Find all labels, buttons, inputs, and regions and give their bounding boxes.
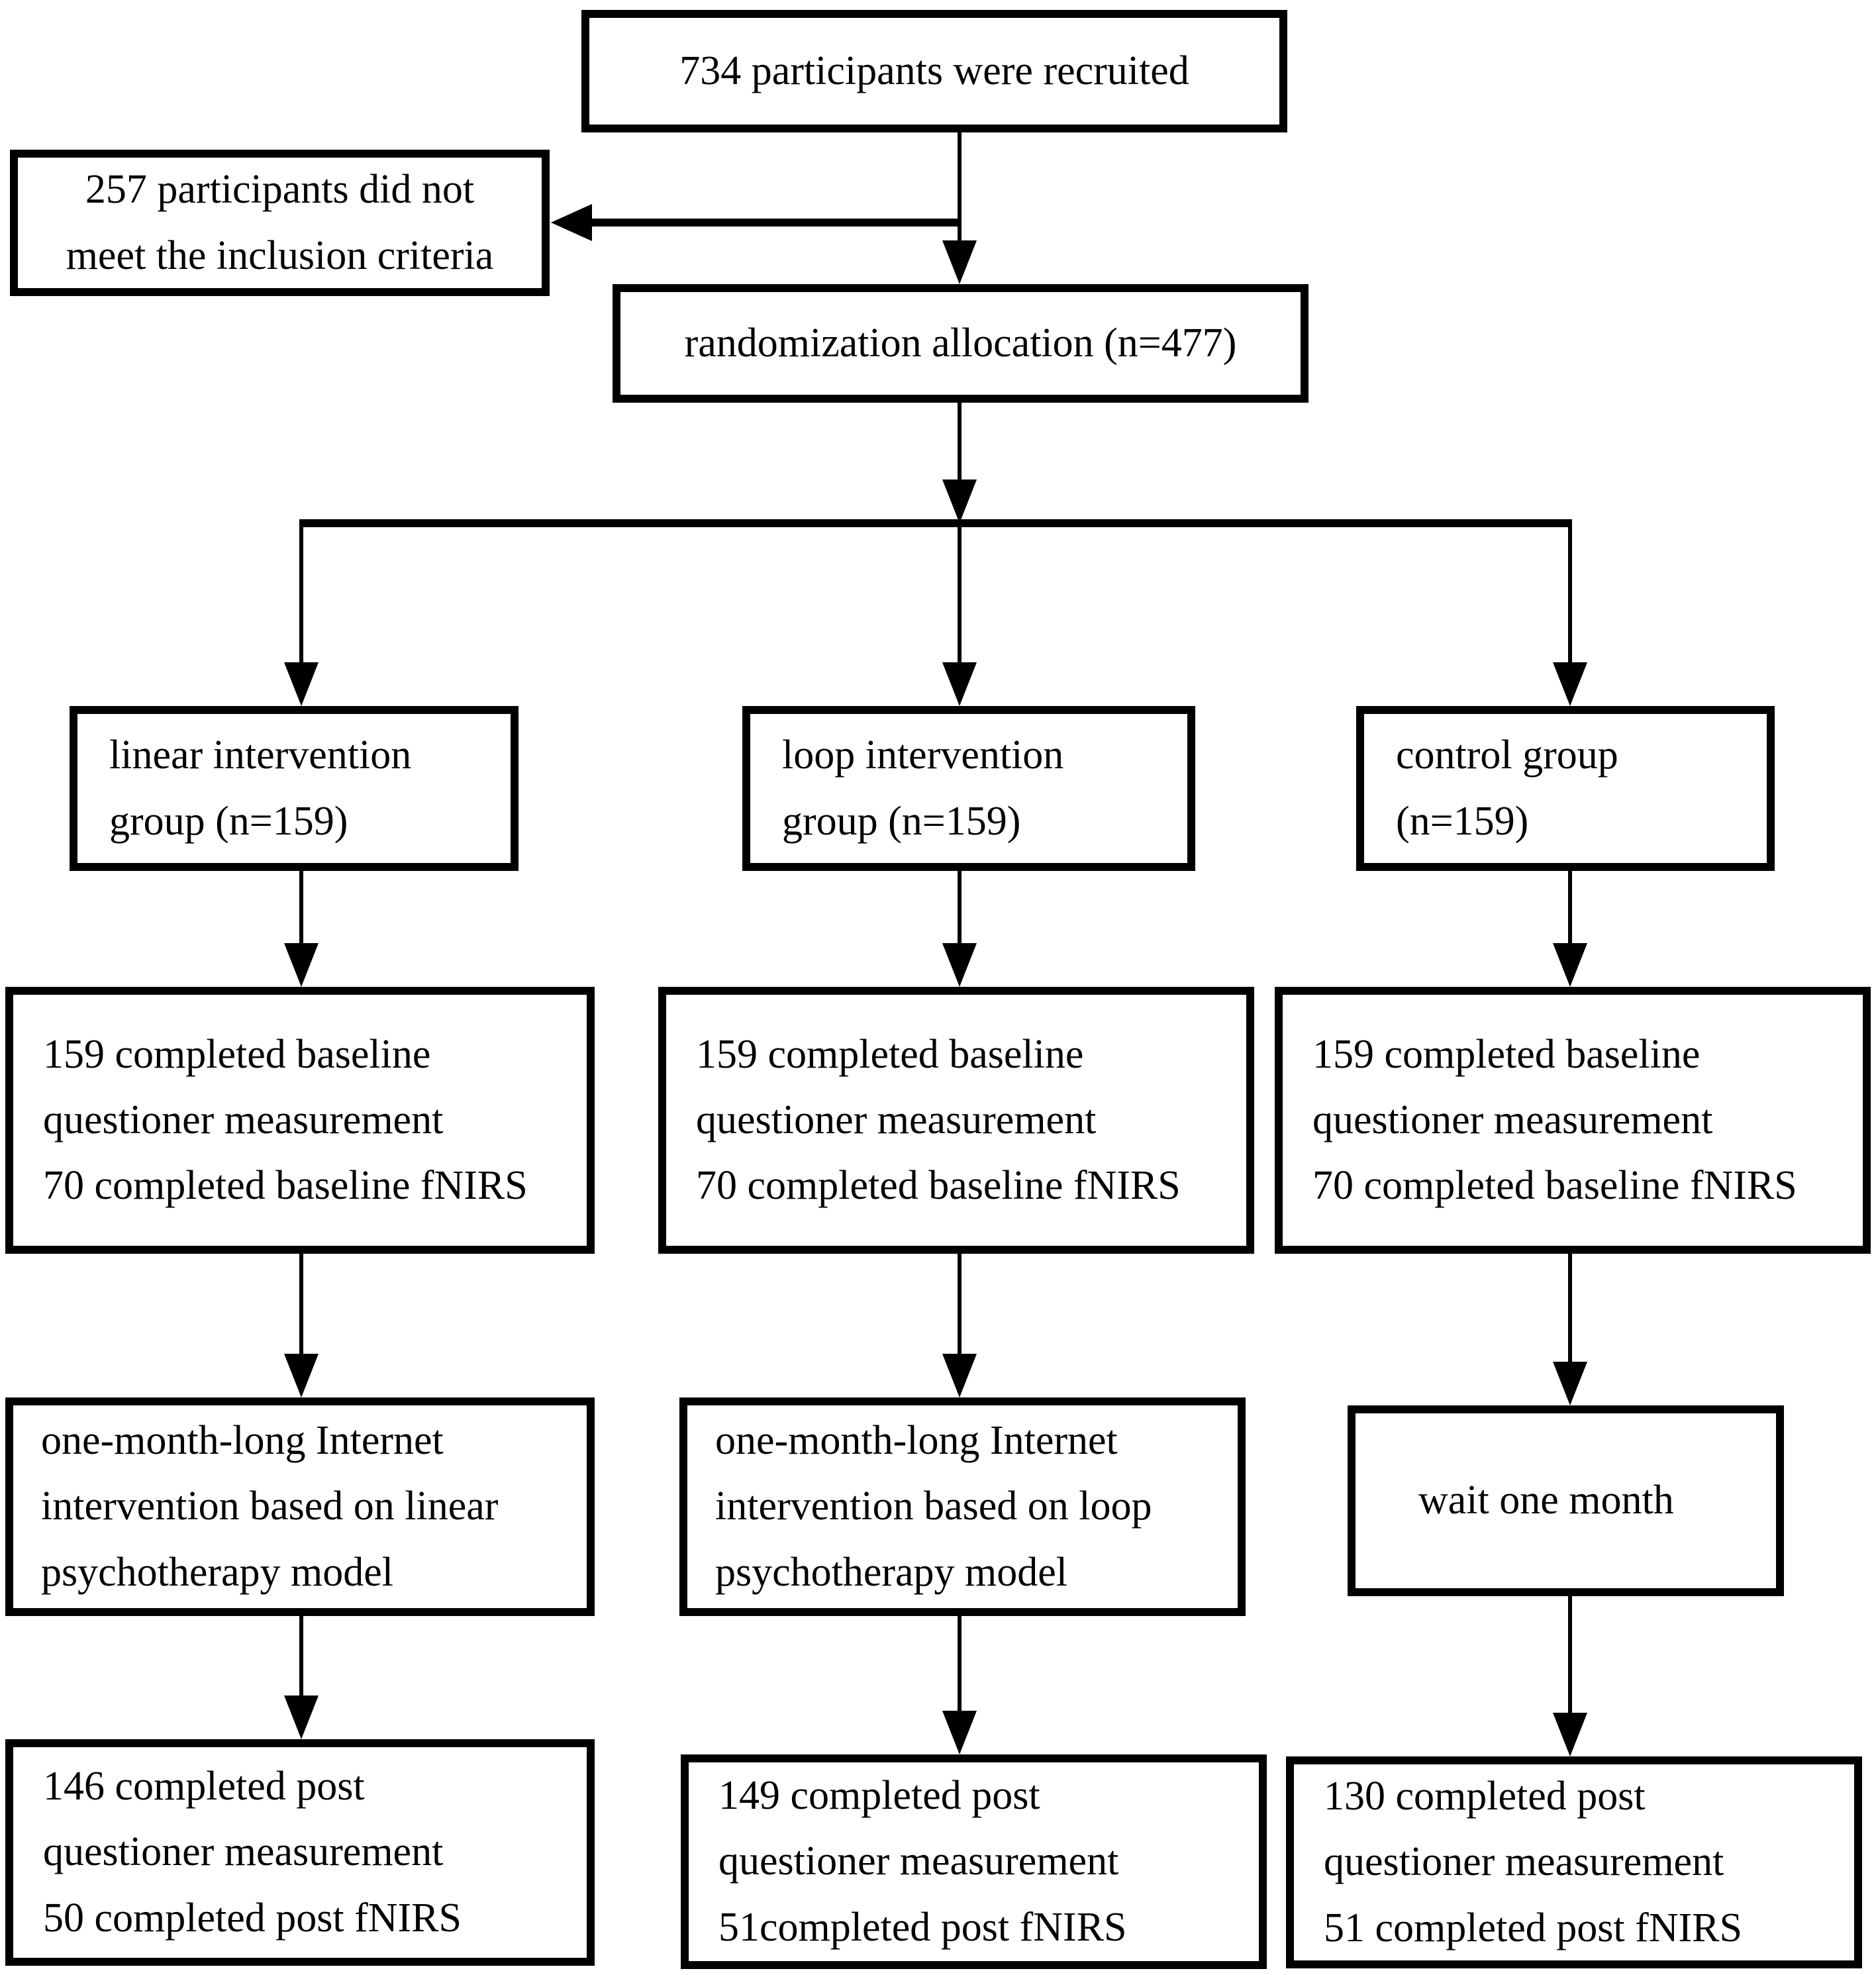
node-linear-baseline-label: 159 completed baseline questioner measur… [43, 1031, 528, 1209]
arrowhead-control-wait [1553, 1362, 1587, 1405]
arrowhead-linear-baseline [284, 943, 319, 987]
line-control-baseline-wait [1568, 1254, 1572, 1363]
line-recruited-randomization [958, 132, 962, 245]
node-control-wait: wait one month [1348, 1405, 1784, 1596]
node-control-group-label: control group (n=159) [1396, 733, 1618, 844]
arrowhead-linear-post [284, 1696, 319, 1739]
node-control-baseline-label: 159 completed baseline questioner measur… [1312, 1031, 1797, 1209]
arrowhead-linear-intervention [284, 1354, 319, 1397]
node-linear-intervention-label: one-month-long Internet intervention bas… [41, 1418, 499, 1595]
line-randomization-split [958, 403, 962, 482]
arrowhead-control-group [1553, 662, 1587, 706]
node-loop-baseline: 159 completed baseline questioner measur… [658, 987, 1254, 1254]
split-line [299, 519, 1572, 527]
line-loop-group-baseline [958, 871, 962, 947]
node-linear-intervention: one-month-long Internet intervention bas… [5, 1397, 595, 1616]
line-linear-baseline-intervention [299, 1254, 303, 1356]
arrowhead-control-baseline [1553, 943, 1587, 987]
line-loop-baseline-intervention [958, 1254, 962, 1356]
arrowhead-loop-baseline [942, 943, 977, 987]
node-loop-group: loop intervention group (n=159) [742, 706, 1195, 871]
node-linear-group-label: linear intervention group (n=159) [109, 733, 412, 844]
node-linear-post: 146 completed post questioner measuremen… [5, 1739, 595, 1966]
node-randomization: randomization allocation (n=477) [613, 284, 1308, 403]
node-loop-intervention-label: one-month-long Internet intervention bas… [715, 1418, 1152, 1595]
arrowhead-loop-group [942, 662, 977, 706]
node-linear-group: linear intervention group (n=159) [70, 706, 518, 871]
node-linear-post-label: 146 completed post questioner measuremen… [43, 1764, 462, 1941]
node-loop-post-label: 149 completed post questioner measuremen… [718, 1773, 1127, 1950]
node-control-group: control group (n=159) [1356, 706, 1775, 871]
arrowhead-loop-post [942, 1711, 977, 1754]
arrowhead-control-post [1553, 1713, 1587, 1756]
line-wait-post [1568, 1596, 1572, 1715]
arrowhead-split [942, 480, 977, 523]
node-control-post-label: 130 completed post questioner measuremen… [1324, 1774, 1742, 1950]
line-loop-intervention-post [958, 1616, 962, 1712]
node-control-wait-label: wait one month [1418, 1478, 1674, 1523]
line-split-control-group [1568, 519, 1572, 666]
node-loop-group-label: loop intervention group (n=159) [782, 733, 1064, 844]
line-split-linear-group [299, 519, 303, 666]
node-loop-baseline-label: 159 completed baseline questioner measur… [696, 1031, 1181, 1209]
node-linear-baseline: 159 completed baseline questioner measur… [5, 987, 595, 1254]
line-linear-intervention-post [299, 1616, 303, 1699]
line-control-group-baseline [1568, 871, 1572, 947]
node-control-baseline: 159 completed baseline questioner measur… [1275, 987, 1871, 1254]
arrowhead-excluded [551, 204, 592, 241]
line-branch-excluded [563, 219, 962, 227]
line-linear-group-baseline [299, 871, 303, 947]
node-recruited: 734 participants were recruited [581, 10, 1287, 132]
line-split-loop-group [958, 527, 962, 666]
node-recruited-label: 734 participants were recruited [679, 48, 1189, 93]
arrowhead-loop-intervention [942, 1354, 977, 1397]
arrowhead-linear-group [284, 662, 319, 706]
arrowhead-randomization [942, 240, 977, 284]
node-loop-post: 149 completed post questioner measuremen… [681, 1754, 1267, 1969]
node-loop-intervention: one-month-long Internet intervention bas… [679, 1397, 1246, 1616]
node-excluded: 257 participants did not meet the inclus… [10, 150, 550, 296]
node-control-post: 130 completed post questioner measuremen… [1286, 1756, 1862, 1968]
node-excluded-label: 257 participants did not meet the inclus… [66, 167, 494, 278]
node-randomization-label: randomization allocation (n=477) [684, 320, 1237, 366]
